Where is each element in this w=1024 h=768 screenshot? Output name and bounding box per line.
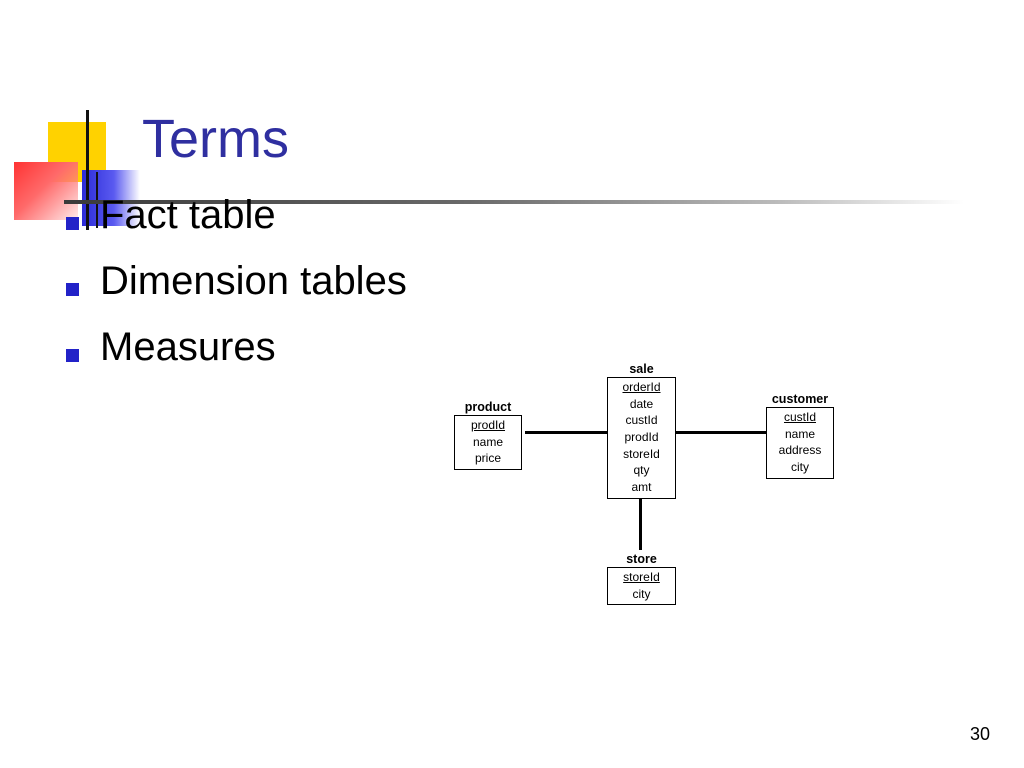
bullet-square-icon (66, 283, 79, 296)
ornament-vertical-line (86, 110, 89, 230)
connector-product-sale (525, 431, 607, 434)
table-title: customer (771, 392, 829, 406)
field: city (632, 586, 651, 601)
bullet-text: Measures (100, 325, 276, 369)
primary-key-field: custId (783, 410, 816, 424)
primary-key-field: storeId (623, 570, 660, 584)
table-store: store storeId city (607, 551, 676, 606)
table-fields: prodId name price (454, 415, 522, 471)
field: address (778, 443, 822, 458)
table-customer: customer custId name address city (766, 391, 834, 479)
field: price (474, 451, 501, 466)
bullet-square-icon (66, 217, 79, 230)
table-title: sale (629, 362, 654, 376)
page-number: 30 (969, 724, 990, 744)
field: custId (625, 413, 658, 428)
bullet-square-icon (66, 349, 79, 362)
table-fields: orderId date custId prodId storeId qty a… (607, 377, 676, 499)
primary-key-field: prodId (470, 418, 506, 432)
primary-key-field: orderId (622, 380, 661, 394)
table-product: product prodId name price (454, 399, 522, 471)
connector-sale-customer (676, 431, 766, 434)
field: qty (633, 463, 650, 478)
connector-sale-store (639, 496, 642, 550)
bullet-text: Dimension tables (100, 259, 407, 303)
table-fields: storeId city (607, 567, 676, 606)
table-fields: custId name address city (766, 407, 834, 479)
field: name (472, 434, 504, 449)
field: storeId (623, 446, 660, 461)
title-underline-rule (64, 200, 964, 204)
bullet-text: Fact table (100, 193, 276, 237)
slide-title: Terms (142, 109, 289, 169)
ornament-blue-square (82, 170, 140, 226)
table-title: store (626, 552, 657, 566)
field: date (629, 396, 654, 411)
field: prodId (624, 430, 659, 445)
field: amt (631, 480, 652, 495)
field: name (784, 426, 816, 441)
field: city (791, 460, 809, 475)
ornament-red-square (14, 162, 78, 220)
table-title: product (464, 400, 512, 414)
table-sale: sale orderId date custId prodId storeId … (607, 361, 676, 499)
